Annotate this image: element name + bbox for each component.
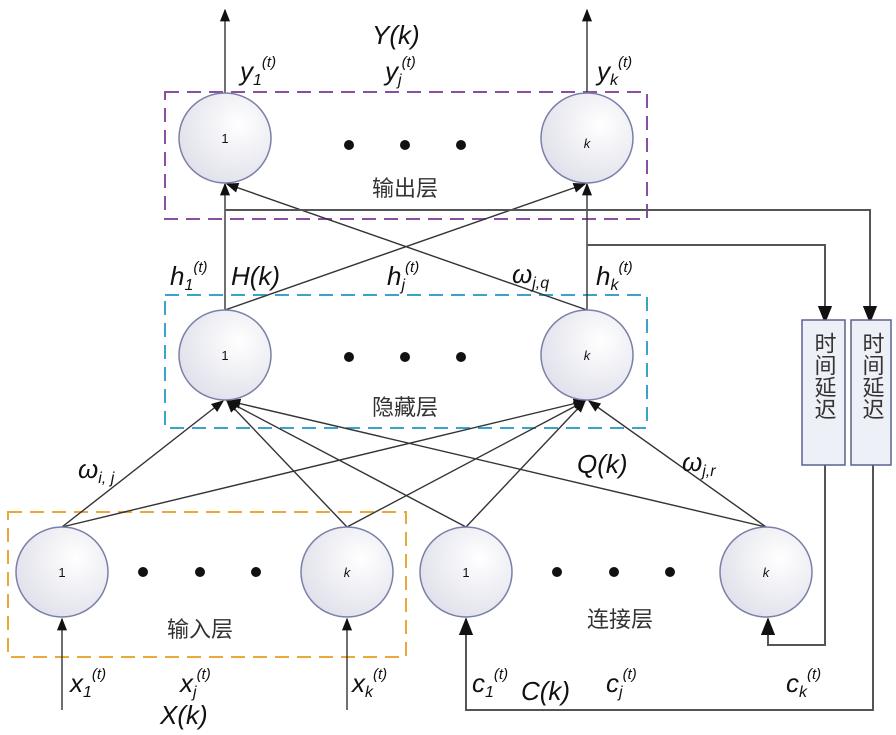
label-hj: hj(t) (387, 259, 419, 294)
label-xj: xj(t) (178, 666, 211, 701)
time-delay-box-right: 时间延迟 (850, 319, 892, 466)
output-feedback-wire (225, 209, 878, 324)
label-h1: h1(t) (170, 259, 208, 294)
label-omega-ij: ωi, j (78, 454, 115, 487)
label-y1: y1(t) (238, 54, 276, 89)
context-layer-label: 连接层 (587, 608, 653, 633)
node-label: k (584, 348, 592, 363)
label-H-k: H(k) (231, 261, 280, 291)
delay-to-context-1-wire (458, 465, 874, 711)
label-C-k: C(k) (521, 676, 570, 706)
input-layer-label: 输入层 (167, 618, 233, 643)
label-ck: ck(t) (786, 666, 821, 701)
label-cj: cj(t) (606, 666, 637, 701)
node-label: k (584, 136, 592, 151)
label-c1: c1(t) (472, 666, 508, 701)
input-layer-box (7, 511, 407, 658)
hidden-node-1: 1 (178, 309, 272, 401)
node-label: 1 (221, 131, 228, 146)
output-node-k: k (540, 92, 634, 184)
hidden-node-k: k (540, 309, 634, 401)
node-label: 1 (58, 565, 65, 580)
output-node-1: 1 (178, 92, 272, 184)
label-X-k: X(k) (159, 700, 208, 730)
label-yk: yk(t) (595, 54, 632, 89)
input-node-k: k (300, 526, 394, 618)
label-Q-k: Q(k) (577, 449, 628, 479)
context-node-1: 1 (419, 526, 513, 618)
label-x1: x1(t) (68, 666, 106, 701)
label-xk: xk(t) (350, 666, 387, 701)
hidden-layer-label: 隐藏层 (372, 396, 438, 421)
label-Y-k: Y(k) (372, 20, 420, 50)
label-omega-jr: ωj,r (682, 447, 716, 480)
context-node-k: k (719, 526, 813, 618)
node-label: 1 (221, 348, 228, 363)
output-layer-box (164, 91, 648, 220)
input-node-1: 1 (15, 526, 109, 618)
delay-to-context-k-wire (760, 465, 826, 646)
ellipsis-dots (138, 140, 675, 577)
time-delay-label: 时间延迟 (859, 332, 885, 420)
label-hk: hk(t) (596, 259, 633, 294)
label-omega-jq: ωj,q (512, 259, 549, 292)
time-delay-box-left: 时间延迟 (801, 319, 846, 466)
input-hidden-edges (61, 398, 767, 528)
time-delay-label: 时间延迟 (811, 332, 837, 420)
hidden-feedback-wire (587, 244, 833, 324)
label-yj: yj(t) (383, 54, 416, 89)
hidden-output-edges (219, 182, 593, 311)
output-layer-label: 输出层 (372, 177, 438, 202)
node-label: 1 (462, 565, 469, 580)
node-label: k (344, 565, 352, 580)
node-label: k (763, 565, 771, 580)
